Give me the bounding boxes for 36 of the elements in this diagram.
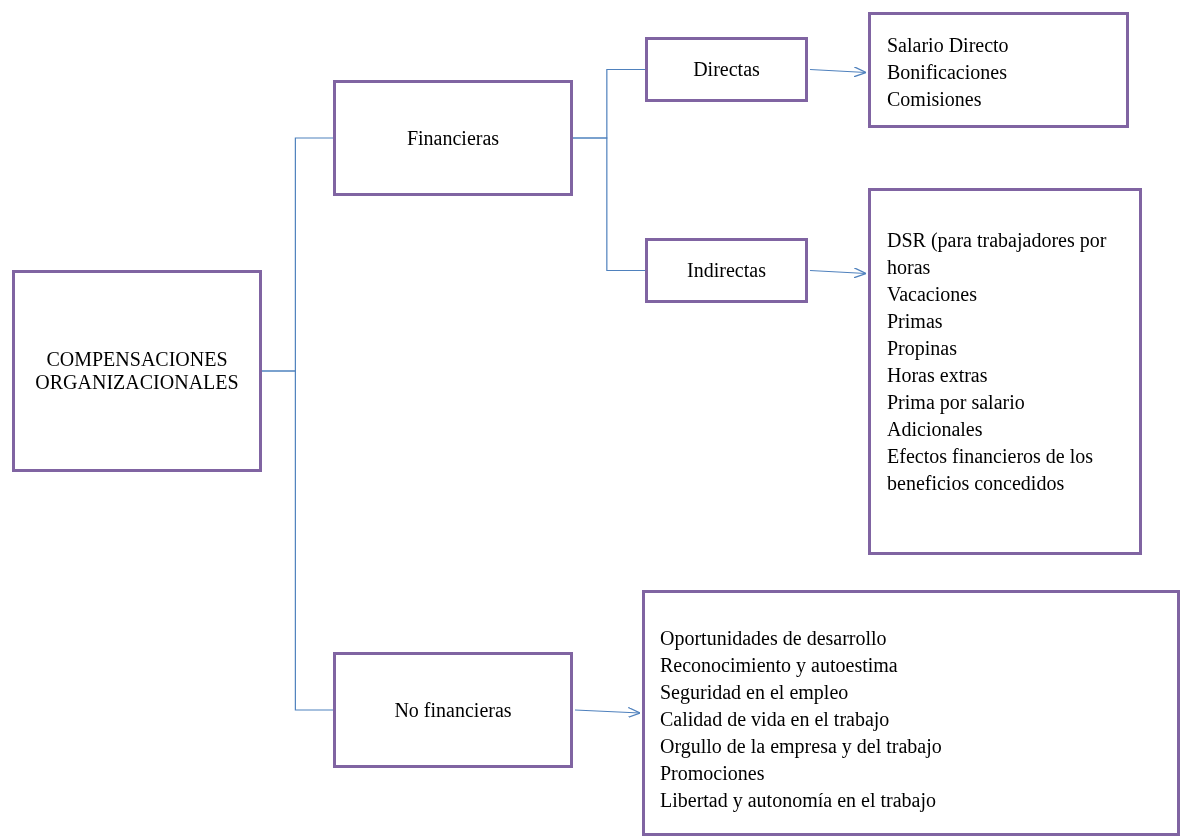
list-item: Orgullo de la empresa y del trabajo xyxy=(660,734,943,760)
list-item: Primas xyxy=(887,309,944,334)
list-box xyxy=(642,590,1180,836)
list-item: Vacaciones xyxy=(887,282,978,307)
list-item: Oportunidades de desarrollo xyxy=(660,626,888,652)
list-item: Horas extras xyxy=(887,363,989,388)
list-item: Seguridad en el empleo xyxy=(660,680,850,706)
list-item: Reconocimiento y autoestima xyxy=(660,653,899,679)
list-item: Efectos financieros de los beneficios concedidos xyxy=(887,444,1095,496)
list-item: Promociones xyxy=(660,761,766,786)
node-label: COMPENSACIONES ORGANIZACIONALES xyxy=(34,348,240,394)
list-item: Libertad y autonomía en el trabajo xyxy=(660,788,937,814)
node-label: Indirectas xyxy=(687,259,766,282)
list-item: DSR (para trabajadores por horas xyxy=(887,228,1108,280)
list-box xyxy=(868,12,1129,128)
list-item: Calidad de vida en el trabajo xyxy=(660,707,891,733)
list-box xyxy=(868,188,1142,555)
node-label: Financieras xyxy=(406,126,500,150)
category-box xyxy=(333,80,573,196)
connector-line xyxy=(572,137,646,272)
connector-line xyxy=(261,370,334,711)
node-label: Directas xyxy=(693,58,760,81)
category-box xyxy=(645,37,808,102)
arrow xyxy=(574,706,641,719)
category-box xyxy=(12,270,262,472)
category-box xyxy=(333,652,573,768)
arrow xyxy=(809,66,867,78)
list-item: Prima por salario xyxy=(887,390,1026,416)
arrow xyxy=(809,267,867,279)
list-item: Salario Directo xyxy=(887,33,1010,58)
list-item: Propinas xyxy=(887,336,958,362)
list-item: Adicionales xyxy=(887,417,984,442)
category-box xyxy=(645,238,808,303)
list-item: Comisiones xyxy=(887,87,983,112)
list-item: Bonificaciones xyxy=(887,60,1008,85)
node-label: No financieras xyxy=(394,698,512,722)
